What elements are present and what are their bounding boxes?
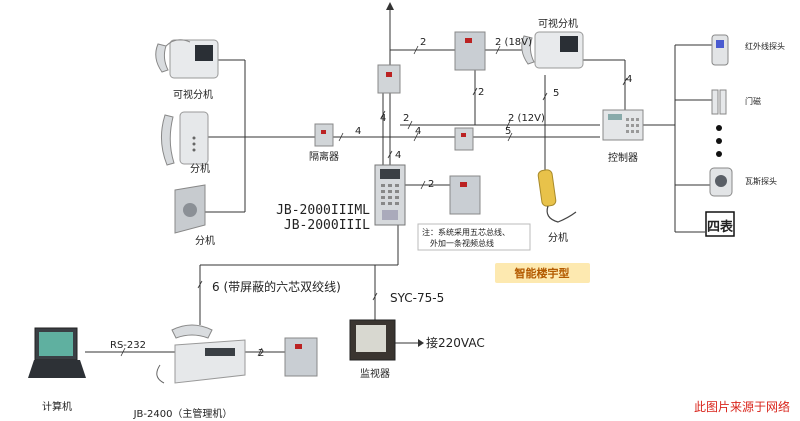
note-line-2: 外加一条视频总线 <box>430 238 494 248</box>
controller-box <box>602 109 644 141</box>
wire-label-220vac: 接220VAC <box>426 335 485 350</box>
wire-label: 2 (18V) <box>495 37 532 48</box>
wall-extension <box>174 184 206 234</box>
wire-label-rs232: RS-232 <box>110 340 146 351</box>
wire-label: 2 (12V) <box>508 113 545 124</box>
wire-label: 5 <box>553 88 559 99</box>
wire-label: 4 <box>355 126 361 137</box>
door-entry-panel <box>374 164 406 226</box>
manager-unit <box>156 324 246 384</box>
video-ext-right-label: 可视分机 <box>538 17 578 30</box>
model-line-1: JB-2000IIIML <box>276 203 370 218</box>
note-line-1: 注：系统采用五芯总线、 <box>422 227 510 237</box>
isolator-label: 隔离器 <box>309 150 339 163</box>
up-arrow-icon <box>386 2 394 10</box>
decoder-box <box>377 64 401 94</box>
wire-label: 2 <box>420 37 426 48</box>
four-meters-label: 四表 <box>707 219 734 235</box>
power-supply-top <box>454 31 486 71</box>
wire-label: 2 <box>258 348 264 359</box>
gas-label: 瓦斯探头 <box>745 176 777 186</box>
computer <box>28 327 86 378</box>
title-badge: 智能楼宇型 <box>495 263 590 283</box>
power-supply-panel <box>449 175 481 215</box>
wire-label-twisted: 6 (带屏蔽的六芯双绞线) <box>212 279 341 294</box>
ext-yellow-label: 分机 <box>548 231 568 244</box>
door-label: 门磁 <box>745 96 761 106</box>
controller-label: 控制器 <box>608 151 638 164</box>
bus-distributor <box>454 127 474 151</box>
wire-label: 5 <box>505 126 511 137</box>
four-meters-box: 四表 <box>705 211 735 237</box>
monitor-label: 监视器 <box>360 367 390 380</box>
wire-label: 4 <box>380 113 386 124</box>
ext-mid-label: 分机 <box>190 162 210 175</box>
extension-handset <box>161 111 209 166</box>
wire-label-syc: SYC-75-5 <box>390 291 444 305</box>
wire-label: 4 <box>415 126 421 137</box>
isolator-box <box>314 123 334 147</box>
infrared-label: 红外线探头 <box>745 41 785 51</box>
wire-label: 4 <box>395 150 401 161</box>
wire-label: 2 <box>403 113 409 124</box>
wire-label: 2 <box>478 87 484 98</box>
note-box: 注：系统采用五芯总线、 外加一条视频总线 <box>417 223 531 251</box>
wire-label: 4 <box>626 74 632 85</box>
source-note: 此图片来源于网络 <box>694 399 790 414</box>
wire-label: 2 <box>428 179 434 190</box>
ext-wall-label: 分机 <box>195 234 215 247</box>
title-badge-text: 智能楼宇型 <box>515 266 570 280</box>
gas-sensor <box>709 167 733 197</box>
monitor <box>349 319 396 361</box>
manager-label: JB-2400（主管理机） <box>133 407 233 420</box>
ellipsis-dots <box>716 125 722 157</box>
power-supply-manager <box>284 337 318 377</box>
video-extension-right <box>521 31 584 69</box>
computer-label: 计算机 <box>42 400 72 413</box>
model-line-2: JB-2000IIIL <box>284 218 370 233</box>
yellow-extension <box>537 169 577 223</box>
infrared-sensor <box>711 34 729 66</box>
video-ext-left-label: 可视分机 <box>173 88 213 101</box>
video-extension-left <box>155 39 219 79</box>
wire-labels: 2 2 (18V) 2 4 5 4 2 2 (12V) 4 4 5 4 2 6 … <box>110 37 632 359</box>
door-sensor <box>711 89 727 115</box>
